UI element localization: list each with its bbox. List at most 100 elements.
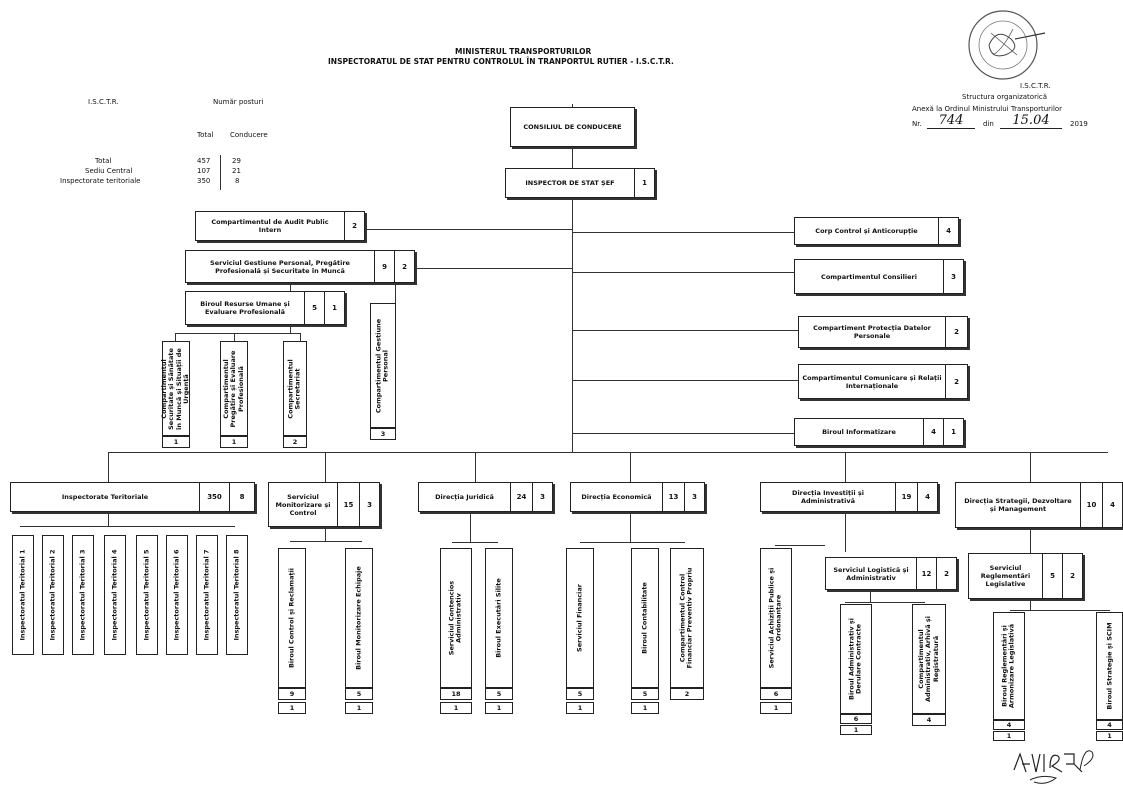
inspectorate-box: Inspectoratul Teritorial 1 xyxy=(12,535,34,655)
territorial-count: 350 xyxy=(199,483,229,511)
stats-row-label: Inspectorate teritoriale xyxy=(60,177,141,185)
communication-count: 2 xyxy=(945,365,967,398)
subunit-count: 18 xyxy=(440,688,472,700)
stats-row-total: 457 xyxy=(197,157,211,165)
secretariat-compartment: Compartimentul Secretariat xyxy=(283,341,307,436)
subunit-lead: 1 xyxy=(1096,731,1123,741)
investment-direction-box: Direcția Investiții și Administrativă 19… xyxy=(760,482,938,512)
subunit-lead: 1 xyxy=(485,702,513,714)
subunit-box: Serviciul Financiar xyxy=(566,548,594,688)
inspectorate-box: Inspectoratul Teritorial 4 xyxy=(104,535,126,655)
hr-office-lead: 1 xyxy=(324,292,344,324)
subunit-box: Biroul Monitorizare Echipaje xyxy=(345,548,373,688)
monitoring-lead: 3 xyxy=(359,483,379,526)
data-protection-count: 2 xyxy=(945,317,967,347)
subunit-box: Serviciul Achiziții Publice și Ordonanța… xyxy=(760,548,792,688)
subunit-count: 5 xyxy=(631,688,659,700)
din-label: din xyxy=(983,120,994,128)
stats-row-lead: 21 xyxy=(232,167,241,175)
subunit-count: 9 xyxy=(278,688,306,700)
hr-office-box: Biroul Resurse Umane și Evaluare Profesi… xyxy=(185,291,345,325)
it-office-lead: 1 xyxy=(943,419,963,445)
stats-col-total: Total xyxy=(197,131,214,139)
inspectorate-box: Inspectoratul Teritorial 5 xyxy=(136,535,158,655)
strategy-lead: 4 xyxy=(1102,483,1122,527)
inspectorate-box: Inspectoratul Teritorial 7 xyxy=(196,535,218,655)
subunit-lead: 1 xyxy=(345,702,373,714)
hr-service-label: Serviciul Gestiune Personal, Pregătire P… xyxy=(210,258,350,275)
nr-value: 744 xyxy=(927,113,975,129)
inspectorate-box: Inspectoratul Teritorial 6 xyxy=(166,535,188,655)
personnel-compartment: Compartimentul Gestiune Personal xyxy=(370,303,396,428)
right-org: I.S.C.T.R. xyxy=(1020,82,1051,90)
subunit-box: Compartimentul Administrativ, Arhivă și … xyxy=(912,604,946,714)
legal-count: 24 xyxy=(510,483,532,511)
economic-lead: 3 xyxy=(684,483,704,511)
hr-office-label: Biroul Resurse Umane și Evaluare Profesi… xyxy=(200,300,290,316)
logistics-lead: 2 xyxy=(936,558,956,589)
subunit-box: Biroul Executări Silite xyxy=(485,548,513,688)
monitoring-service-box: Serviciul Monitorizare și Control 15 3 xyxy=(268,482,380,527)
regulations-lead: 2 xyxy=(1062,554,1082,598)
economic-direction-box: Direcția Economică 13 3 xyxy=(570,482,705,512)
subunit-count: 6 xyxy=(760,688,792,700)
subunit-count: 2 xyxy=(670,688,704,700)
inspectorate-box: Inspectoratul Teritorial 8 xyxy=(226,535,248,655)
subunit-count: 5 xyxy=(566,688,594,700)
it-office-box: Biroul Informatizare 4 1 xyxy=(794,418,964,446)
hr-office-count: 5 xyxy=(304,292,324,324)
stats-row-label: Sediu Central xyxy=(85,167,133,175)
investment-lead: 4 xyxy=(917,483,937,511)
data-protection-box: Compartiment Protecția Datelor Personale… xyxy=(798,316,968,348)
subunit-lead: 1 xyxy=(993,731,1025,741)
regulations-count: 5 xyxy=(1042,554,1062,598)
signature xyxy=(1013,750,1094,784)
audit-count: 2 xyxy=(344,212,364,240)
stats-row-lead: 29 xyxy=(232,157,241,165)
subunit-box: Biroul Contabilitate xyxy=(631,548,659,688)
subunit-box: Biroul Strategie și SCIM xyxy=(1096,612,1123,720)
subunit-count: 5 xyxy=(485,688,513,700)
chief-inspector-box: INSPECTOR DE STAT ȘEF 1 xyxy=(505,168,655,198)
strategy-count: 10 xyxy=(1080,483,1102,527)
legal-lead: 3 xyxy=(532,483,552,511)
subunit-lead: 1 xyxy=(760,702,792,714)
investment-count: 19 xyxy=(895,483,917,511)
subunit-box: Biroul Reglementări și Armonizare Legisl… xyxy=(993,612,1025,720)
economic-count: 13 xyxy=(662,483,684,511)
official-stamp xyxy=(968,10,1046,80)
safety-count: 1 xyxy=(162,436,190,448)
secretariat-count: 2 xyxy=(283,436,307,448)
structure-label: Structura organizatorică xyxy=(962,93,1048,101)
advisors-box: Compartimentul Consilieri 3 xyxy=(794,259,964,294)
audit-label: Compartimentul de Audit Public Intern xyxy=(211,218,329,234)
year-label: 2019 xyxy=(1070,120,1088,128)
subunit-box: Serviciul Contencios Administrativ xyxy=(440,548,472,688)
regulations-service-box: Serviciul Reglementări Legislative 5 2 xyxy=(968,553,1083,599)
subunit-lead: 1 xyxy=(278,702,306,714)
logistics-service-box: Serviciul Logistică și Administrativ 12 … xyxy=(825,557,957,590)
anticorruption-box: Corp Control și Anticorupție 4 xyxy=(794,217,959,245)
subunit-count: 6 xyxy=(840,714,872,724)
subunit-lead: 1 xyxy=(631,702,659,714)
nr-label: Nr. xyxy=(912,120,922,128)
chief-label: INSPECTOR DE STAT ȘEF xyxy=(525,179,615,187)
subunit-count: 4 xyxy=(993,720,1025,730)
subunit-box: Biroul Control și Reclamații xyxy=(278,548,306,688)
safety-compartment: Compartimentul Securitate și Sănătate în… xyxy=(160,341,190,436)
audit-box: Compartimentul de Audit Public Intern 2 xyxy=(195,211,365,241)
subunit-box: Compartimentul Control Financiar Prevent… xyxy=(670,548,704,688)
annex-label: Anexă la Ordinul Ministrului Transportur… xyxy=(912,105,1063,113)
legal-direction-box: Direcția Juridică 24 3 xyxy=(418,482,553,512)
stats-row-total: 107 xyxy=(197,167,211,175)
subunit-lead: 1 xyxy=(840,725,872,735)
inspectorate-box: Inspectoratul Teritorial 2 xyxy=(42,535,64,655)
territorial-lead: 8 xyxy=(229,483,254,511)
subunit-count: 4 xyxy=(1096,720,1123,730)
stats-col-lead: Conducere xyxy=(230,131,268,139)
hr-service-box: Serviciul Gestiune Personal, Pregătire P… xyxy=(185,250,415,283)
it-office-count: 4 xyxy=(923,419,943,445)
hr-service-count: 9 xyxy=(374,251,394,282)
territorial-inspectorates-box: Inspectorate Teritoriale 350 8 xyxy=(10,482,255,512)
date-value: 15.04 xyxy=(1000,113,1062,129)
